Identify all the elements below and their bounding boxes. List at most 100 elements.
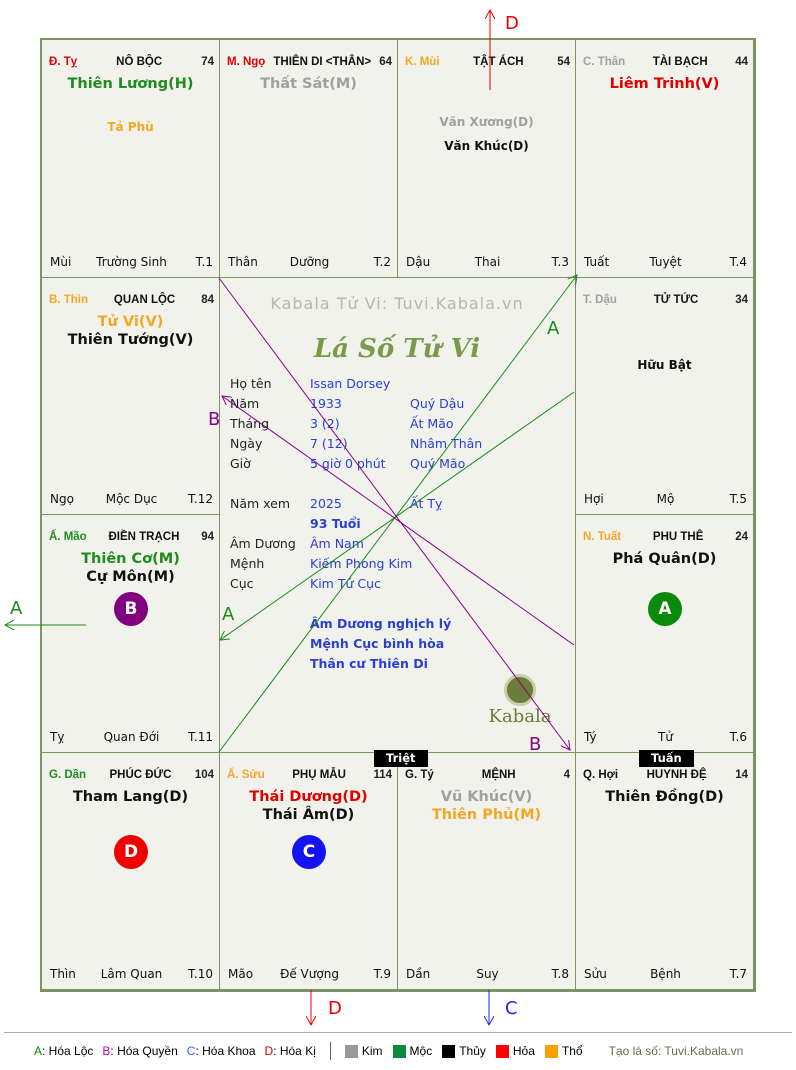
info-label: Ngày (230, 436, 263, 451)
palace-name: HUYNH ĐỆ (646, 768, 707, 781)
can-chi: K. Mùi (405, 56, 440, 68)
star: Thiên Tướng(V) (67, 331, 194, 348)
branch: Thìn (50, 967, 76, 981)
note: Mệnh Cục bình hòa (310, 636, 445, 651)
cycle: T.10 (188, 967, 213, 981)
info-label: Năm xem (230, 496, 291, 511)
palace-name: MỆNH (481, 768, 516, 781)
element-swatch (392, 1044, 406, 1058)
center-info-panel: Kabala Tử Vi: Tuvi.Kabala.vn Lá Số Tử Vi… (219, 278, 575, 753)
info-label: Tháng (230, 416, 270, 431)
palace-number: 4 (563, 768, 570, 781)
palace-name: PHÚC ĐỨC (109, 768, 172, 781)
info-value: 3 (2) (310, 416, 340, 431)
branch: Thân (228, 254, 258, 269)
branch: Dậu (406, 254, 431, 269)
palace-name: TÀI BẠCH (652, 56, 708, 68)
arrow-label-d: D (328, 998, 342, 1019)
info-value: 7 (12) (310, 436, 348, 451)
star: Thái Dương(D) (249, 788, 368, 805)
life-stage: Dưỡng (289, 254, 330, 269)
palace-name: ĐIỀN TRẠCH (108, 531, 180, 543)
can-chi: C. Thân (583, 56, 626, 68)
info-can-chi: Nhâm Thân (410, 436, 483, 451)
palace-number: 74 (201, 56, 214, 68)
info-value: 5 giờ 0 phút (310, 456, 386, 471)
star: Vũ Khúc(V) (440, 788, 533, 805)
element-label: Thủy (459, 1044, 486, 1058)
star: Phá Quân(D) (612, 551, 717, 567)
life-stage: Lâm Quan (100, 967, 163, 981)
credit-link[interactable]: Tạo lá số: Tuvi.Kabala.vn (608, 1044, 744, 1058)
branch: Ngọ (50, 492, 74, 506)
can-chi: B. Thìn (49, 293, 88, 306)
transform-badge: C (292, 834, 326, 869)
palace-name: QUAN LỘC (113, 293, 176, 306)
legend-item: C: Hóa Khoa (186, 1044, 256, 1058)
can-chi: Ấ. Sửu (227, 768, 265, 781)
star: Thái Âm(D) (262, 806, 355, 823)
palace-name: PHỤ MẪU (292, 768, 346, 781)
info-value: Kim Tứ Cục (310, 576, 381, 591)
element-label: Thổ (561, 1044, 583, 1058)
can-chi: G. Tý (405, 768, 434, 781)
info-label: Năm (230, 396, 260, 411)
branch: Tuất (584, 254, 610, 269)
palace-number: 84 (201, 293, 214, 306)
tuan-tag: Tuấn (639, 750, 694, 767)
life-stage: Đế Vượng (280, 967, 339, 981)
arrow-label-a: A (10, 598, 23, 619)
branch: Mùi (50, 254, 72, 269)
can-chi: M. Ngọ (227, 56, 266, 68)
star: Thiên Đồng(D) (605, 788, 724, 805)
branch: Hợi (584, 492, 604, 506)
palace-number: 94 (201, 531, 214, 543)
star: Hữu Bật (637, 357, 692, 372)
star: Thất Sát(M) (260, 76, 357, 92)
can-chi: T. Dậu (583, 293, 617, 306)
life-stage: Trường Sinh (96, 254, 167, 269)
can-chi: N. Tuất (583, 531, 622, 543)
cycle: T.7 (729, 967, 747, 981)
life-stage: Bệnh (650, 967, 681, 981)
cycle: T.1 (195, 254, 213, 269)
palace-name: NÔ BỘC (116, 56, 163, 68)
palace-number: 114 (373, 768, 392, 781)
element-swatch (495, 1044, 509, 1058)
cycle: T.8 (551, 967, 569, 981)
star: Tham Lang(D) (72, 788, 189, 805)
info-value: 93 Tuổi (310, 516, 361, 531)
legend-item: B: Hóa Quyền (102, 1044, 178, 1058)
footer-divider (4, 1032, 792, 1033)
palace-number: 24 (735, 531, 748, 543)
triet-tag: Triệt (374, 750, 428, 767)
cycle: T.6 (729, 729, 747, 744)
element-label: Hỏa (512, 1044, 535, 1058)
watermark-text: Kabala Tử Vi: Tuvi.Kabala.vn (270, 294, 524, 313)
life-stage: Tuyệt (649, 254, 682, 269)
arrow-label-d: D (505, 13, 519, 34)
palace-number: 44 (735, 56, 748, 68)
cycle: T.2 (373, 254, 391, 269)
note: Âm Dương nghịch lý (310, 616, 452, 631)
palace-number: 54 (557, 56, 570, 68)
palace-number: 34 (735, 293, 748, 306)
transform-badge: B (114, 592, 148, 626)
palace-name: TẬT ÁCH (473, 56, 524, 68)
info-value: 2025 (310, 496, 342, 511)
transform-badge: A (648, 592, 682, 626)
info-can-chi: Ất Mão (410, 416, 454, 431)
